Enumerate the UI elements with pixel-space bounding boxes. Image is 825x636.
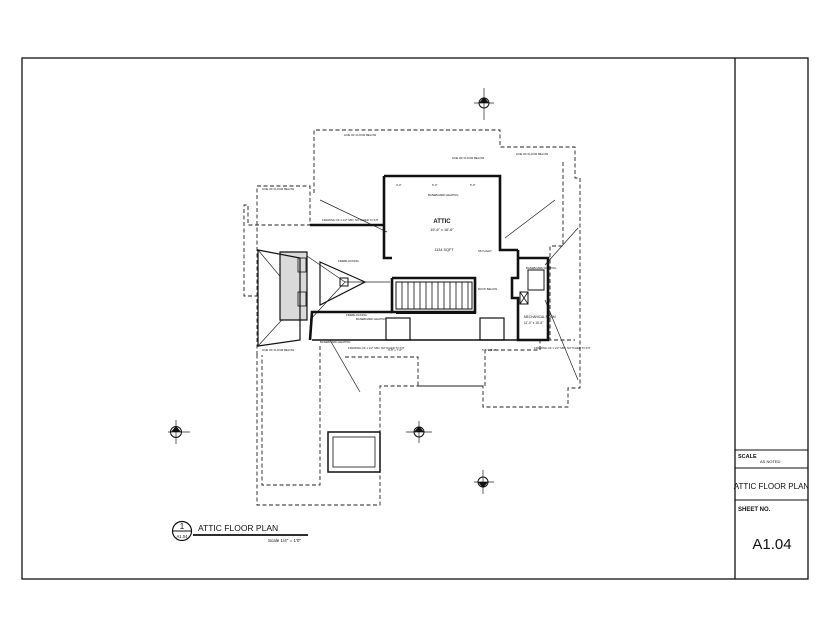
- attic-room-name: ATTIC: [433, 219, 451, 225]
- closet-right: [479, 317, 505, 341]
- elevation-marker-west: [168, 420, 190, 444]
- stair-outline: [395, 281, 473, 310]
- title-block-sheet-number: A1.04: [752, 536, 791, 553]
- attic-room-walls-top: [384, 174, 518, 252]
- closet-left: [385, 317, 411, 341]
- attic-room-walls-right: [510, 250, 550, 342]
- attic-room-walls: [382, 176, 392, 260]
- roof-left-hatched: [279, 251, 308, 321]
- floor-below-outline-inner: [345, 340, 541, 387]
- note-framing-left-top: FRAMING OF 1 1/2" MIN. NOTCHED TO FIT: [322, 218, 379, 222]
- attic-room-area: 1134 SQFT: [434, 248, 454, 252]
- note-dim-1: 4'-0": [396, 183, 402, 187]
- attic-room-walls-lower: [308, 310, 392, 341]
- attic-room-dims: 19'-6" x 16'-6": [430, 228, 454, 232]
- plan-notes: BASEBOARD HEATING BASEBOARD HEATING BASE…: [262, 133, 591, 352]
- note-floor-below-2: LINE OF FLOOR BELOW: [452, 156, 485, 160]
- note-dim-3: 5'-0": [470, 183, 476, 187]
- note-baseboard-top: BASEBOARD HEATING: [428, 193, 458, 197]
- title-block-drawing-title: ATTIC FLOOR PLAN: [734, 482, 810, 491]
- vent-box: [297, 257, 307, 273]
- title-block-scale-label: SCALE: [738, 454, 757, 460]
- note-roof-below: ROOF BELOW: [478, 287, 497, 291]
- elevation-marker-east: [406, 421, 432, 443]
- note-dim-5: 5'-6" x 8'-0": [482, 348, 496, 352]
- note-baseboard-left: BASEBOARD HEATING: [356, 317, 386, 321]
- mech-room-name: MECHANICAL ROOM: [524, 315, 556, 319]
- note-skylight: SKYLIGHT: [478, 249, 492, 253]
- note-baseboard-right: BASEBOARD HEATING: [526, 266, 556, 270]
- view-title-sheet-ref: A1.04: [177, 534, 189, 539]
- view-title-group: 1 A1.04 ATTIC FLOOR PLAN Scale 1/4" = 1'…: [171, 520, 308, 543]
- note-fireblocking-mid: FIREBLOCKING: [346, 313, 367, 317]
- elevation-marker-south: [474, 470, 494, 494]
- storage-box: [519, 291, 529, 305]
- note-baseboard-bottom-left: BASEBOARD HEATING: [320, 340, 350, 344]
- note-floor-below-5: LINE OF FLOOR BELOW: [262, 348, 295, 352]
- floor-below-outline-mid: [261, 346, 321, 486]
- stair-treads: [401, 282, 469, 309]
- chimney: [339, 277, 349, 287]
- note-floor-below-4: LINE OF FLOOR BELOW: [262, 187, 295, 191]
- view-title-number: 1: [180, 522, 185, 531]
- note-floor-below-1: LINE OF FLOOR BELOW: [344, 133, 377, 137]
- roof-left-pyramid: [257, 249, 301, 347]
- note-dim-2: 6'-0": [432, 183, 438, 187]
- sheet-border: [21, 57, 809, 580]
- vent-box-2: [297, 291, 307, 307]
- attic-room-walls-stair: [390, 276, 477, 314]
- note-dim-4: 6'-8" x 7'-0": [388, 348, 402, 352]
- skylight-inner: [332, 436, 376, 468]
- roof-mid-pyramid: [319, 261, 367, 306]
- elevation-marker-north: [474, 88, 494, 120]
- note-framing-left-bottom: FRAMING OF 1 1/2" MIN. NOTCHED TO FIT: [348, 346, 405, 350]
- title-block-sheet-label: SHEET NO.: [738, 507, 771, 513]
- note-framing-right-bottom: FRAMING OF 1 1/2" MIN. NOTCHED TO FIT: [534, 346, 591, 350]
- floor-below-outline-right: [549, 162, 575, 341]
- mech-room-dims: 11'-0" x 15'-6": [524, 321, 543, 325]
- note-fireblocking-left: FIREBLOCKING: [338, 259, 359, 263]
- skylight-outer: [327, 431, 381, 473]
- title-block-scale-value: AS NOTED: [760, 459, 781, 464]
- note-floor-below-3: LINE OF FLOOR BELOW: [516, 152, 549, 156]
- view-title-scale: Scale 1/4" = 1'0": [268, 538, 301, 543]
- view-title: ATTIC FLOOR PLAN: [198, 523, 278, 533]
- mech-unit: [527, 269, 545, 291]
